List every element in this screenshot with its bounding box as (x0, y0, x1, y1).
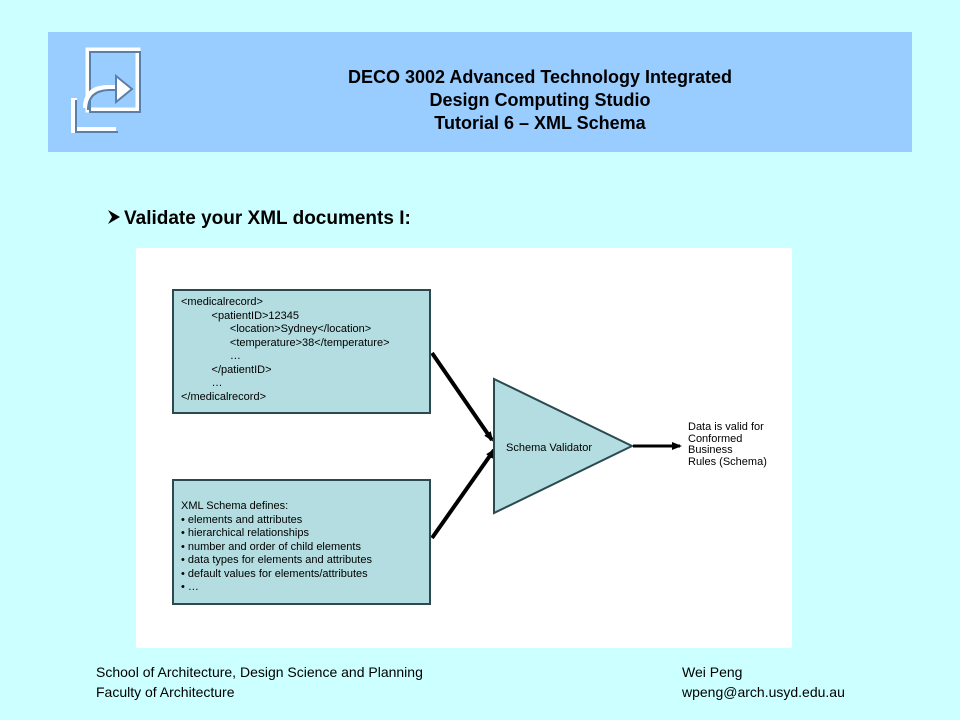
schema-validator-triangle (493, 377, 635, 515)
author-email: wpeng@arch.usyd.edu.au (682, 684, 845, 700)
xml-line: <location>Sydney</location> (181, 323, 372, 335)
xml-document-box: <medicalrecord> <patientID>12345 <locati… (172, 289, 431, 414)
footer-author: Wei Peng wpeng@arch.usyd.edu.au (682, 662, 845, 702)
result-line: Data is valid for (688, 421, 764, 433)
footer-line: School of Architecture, Design Science a… (96, 664, 423, 680)
footer-line: Faculty of Architecture (96, 684, 235, 700)
header-band: DECO 3002 Advanced Technology Integrated… (48, 32, 912, 152)
schema-line: • default values for elements/attributes (181, 567, 368, 580)
title-line: Design Computing Studio (429, 90, 651, 110)
xml-line: <temperature>38</temperature> (181, 336, 390, 349)
schema-line: • number and order of child elements (181, 540, 361, 553)
xml-line: … (181, 350, 241, 362)
arrowhead-bullet-icon (108, 210, 120, 224)
slide-title: DECO 3002 Advanced Technology Integrated… (168, 66, 912, 135)
result-line: Rules (Schema) (688, 455, 767, 468)
schema-to-validator-arrow (430, 448, 496, 540)
result-line: Conformed (688, 432, 743, 445)
validation-result: Data is valid for Conformed Business Rul… (688, 421, 767, 468)
xml-line: <patientID>12345 (181, 309, 300, 322)
xml-schema-box: XML Schema defines: • elements and attri… (172, 479, 431, 605)
diagram-graphics (430, 351, 682, 540)
xml-line: </patientID> (181, 363, 272, 376)
schema-validator-label: Schema Validator (506, 442, 593, 454)
schema-line: • … (181, 581, 199, 593)
xml-line: <medicalrecord> (181, 296, 263, 308)
title-line: Tutorial 6 – XML Schema (434, 113, 646, 133)
schema-line: XML Schema defines: (181, 500, 289, 512)
xml-line: … (181, 377, 223, 389)
heading-text: Validate your XML documents I: (124, 208, 411, 229)
schema-line: • data types for elements and attributes (181, 554, 372, 566)
arrow-in-square-logo-icon (71, 47, 141, 133)
slide-heading: Validate your XML documents I: (106, 208, 411, 230)
schema-line: • hierarchical relationships (181, 527, 309, 539)
xml-line: </medicalrecord> (181, 390, 266, 403)
title-line: DECO 3002 Advanced Technology Integrated (347, 67, 733, 87)
footer-institution: School of Architecture, Design Science a… (96, 662, 423, 702)
author-name: Wei Peng (682, 664, 743, 680)
result-line: Business (688, 444, 733, 456)
schema-line: • elements and attributes (181, 513, 303, 526)
validation-diagram: <medicalrecord> <patientID>12345 <locati… (136, 248, 792, 648)
xml-to-validator-arrow (430, 351, 494, 442)
